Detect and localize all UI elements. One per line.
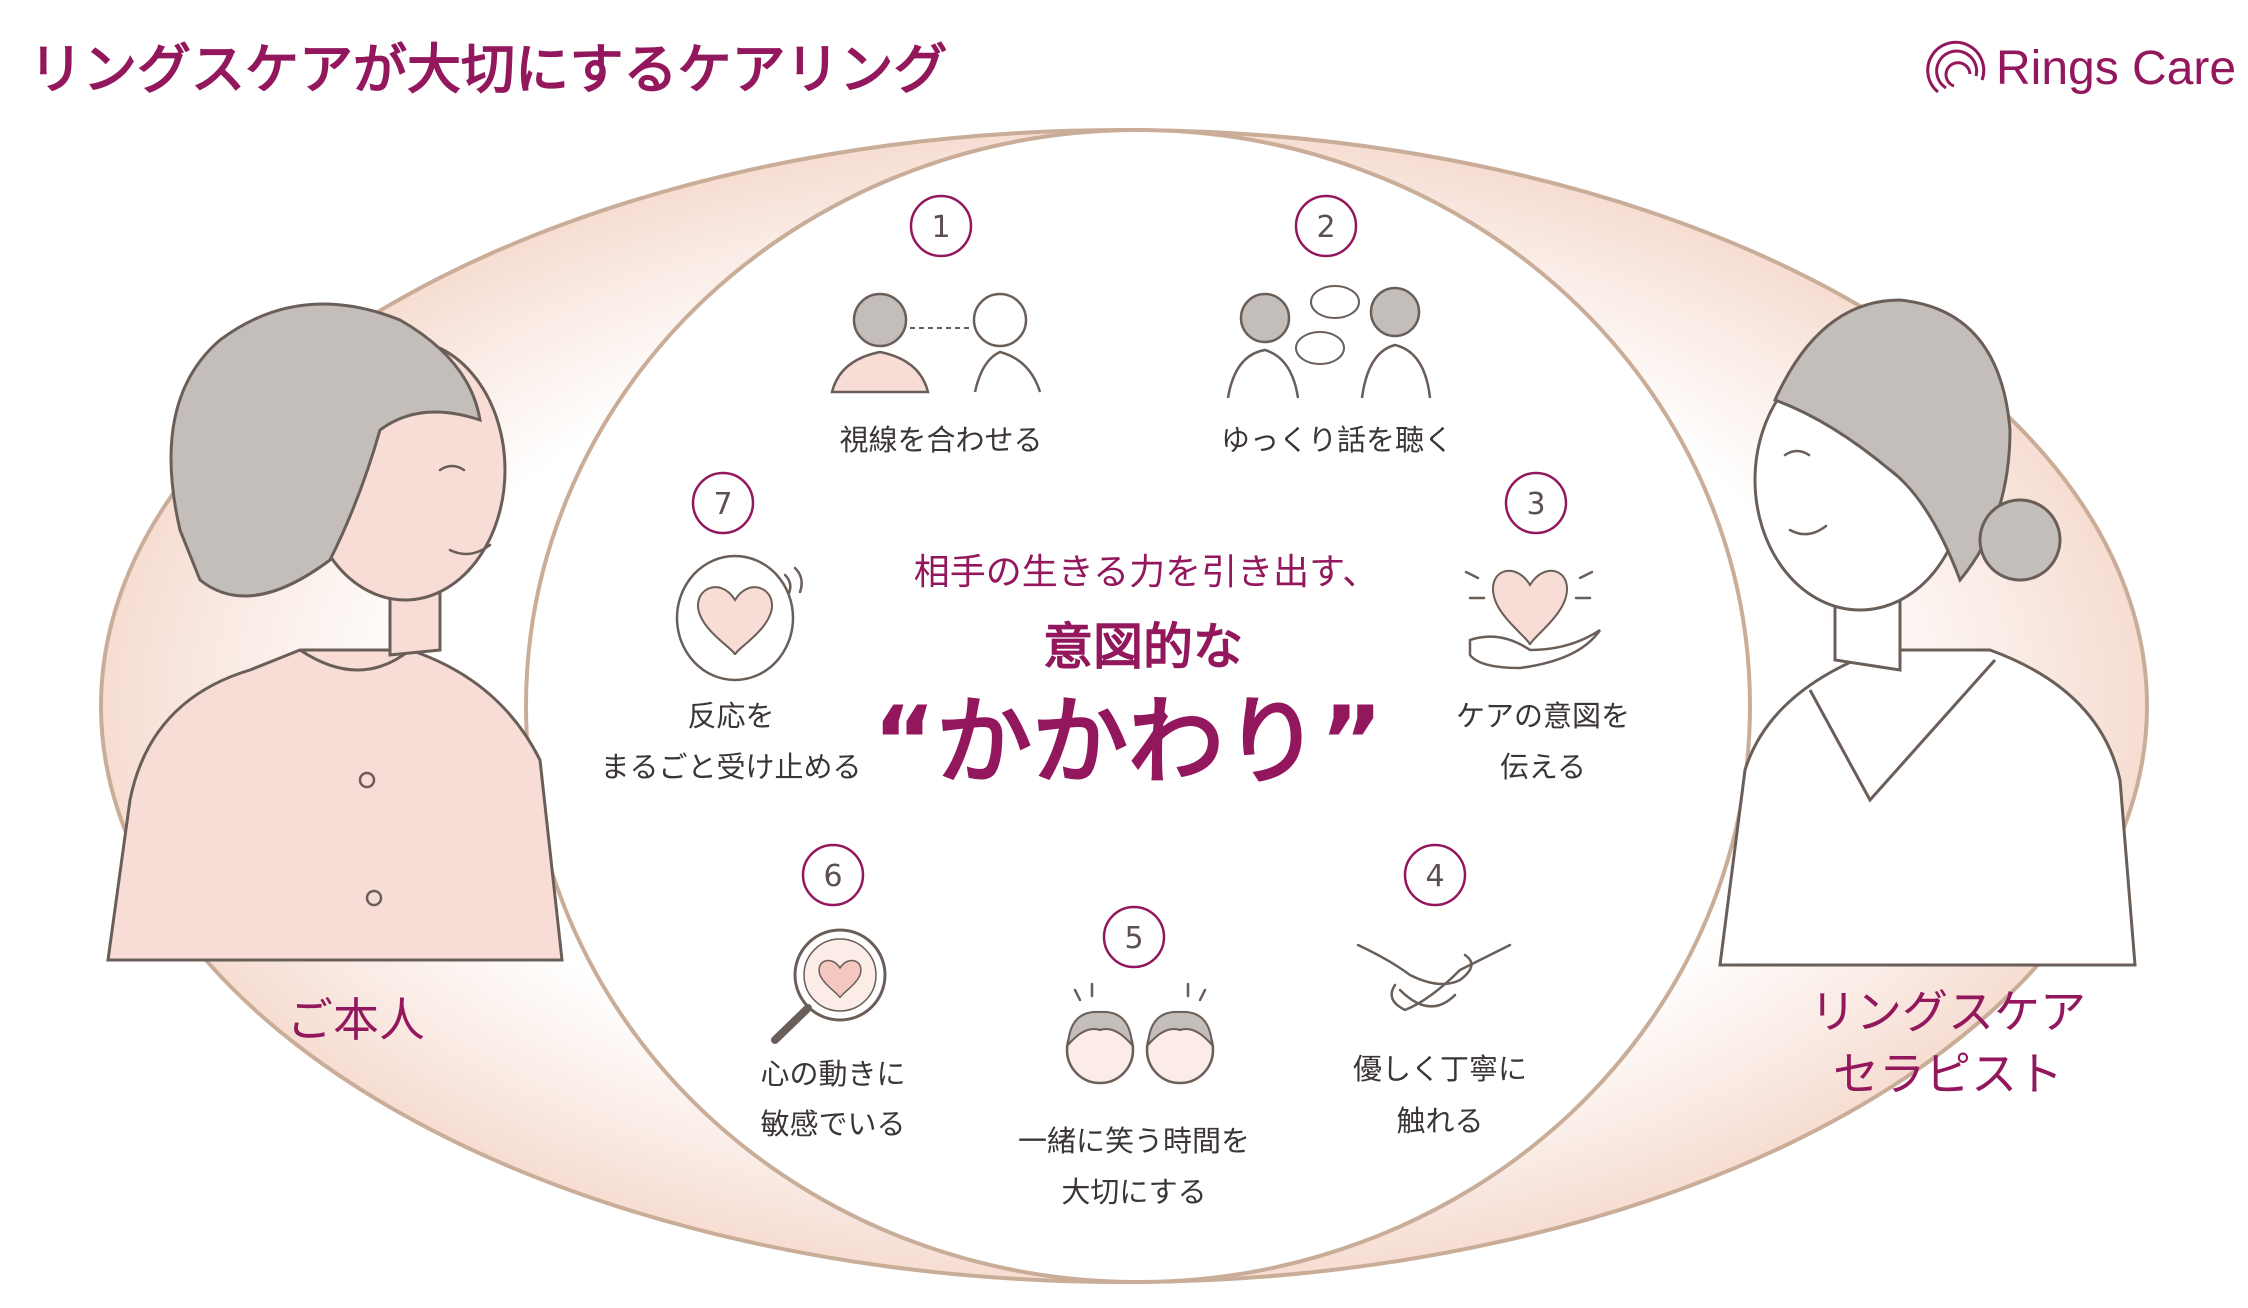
care-item-2: 2 ゆっくり話を聴く [1221,194,1453,457]
left-person-illustration [106,302,564,962]
item-label: ゆっくり話を聴く [1221,423,1453,457]
care-item-1: 1 視線を合わせる [830,194,1043,457]
center-keyword: “かかわり” [873,686,1383,798]
care-item-3: 3 ケアの意図を 伝える [1456,471,1630,784]
left-person-label: ご本人 [287,993,425,1047]
center-subtitle: 相手の生きる力を引き出す、 [914,552,1378,593]
right-person-label-line1: リングスケア [1810,985,2086,1039]
item-label: 反応を [687,699,774,733]
svg-text:5: 5 [1124,921,1143,956]
magnifier-heart-icon [771,928,887,1044]
care-item-5: 5 一緒に笑う時間を 大切にする [1018,905,1250,1209]
item-label: 優しく丁寧に [1353,1052,1527,1086]
item-label: まるごと受け止める [600,750,861,784]
svg-text:3: 3 [1526,487,1545,522]
rings-care-logo: Rings Care [1926,40,2236,95]
laughing-faces-icon [1065,982,1215,1085]
eye-contact-icon [830,292,1042,394]
embrace-heart-icon [675,554,803,682]
right-person-illustration [1718,298,2137,967]
svg-text:2: 2 [1316,210,1335,245]
item-label: ケアの意図を [1456,699,1630,733]
item-label: 視線を合わせる [839,423,1042,457]
item-label: 触れる [1396,1104,1483,1138]
right-person-label-line2: セラピスト [1833,1047,2063,1101]
item-label: 心の動きに [760,1057,905,1091]
svg-text:4: 4 [1425,859,1444,894]
svg-text:7: 7 [713,487,732,522]
conversation-icon [1226,285,1432,399]
care-item-6: 6 心の動きに 敏感でいる [760,843,906,1141]
center-heading: 意図的な [1043,618,1243,676]
rings-logo-icon [1926,40,1986,94]
care-item-7: 7 反応を まるごと受け止める [600,471,862,784]
item-label: 一緒に笑う時間を [1018,1124,1250,1158]
svg-text:6: 6 [823,859,842,894]
page-title: リングスケアが大切にするケアリング [29,38,948,101]
item-label: 大切にする [1061,1175,1206,1209]
item-label: 敏感でいる [760,1107,905,1141]
item-label: 伝える [1500,750,1586,784]
heart-in-hand-icon [1464,569,1602,670]
holding-hands-icon [1356,943,1512,1012]
svg-text:1: 1 [931,210,950,245]
care-item-4: 4 優しく丁寧に 触れる [1353,843,1527,1138]
logo-text: Rings Care [1996,42,2236,95]
